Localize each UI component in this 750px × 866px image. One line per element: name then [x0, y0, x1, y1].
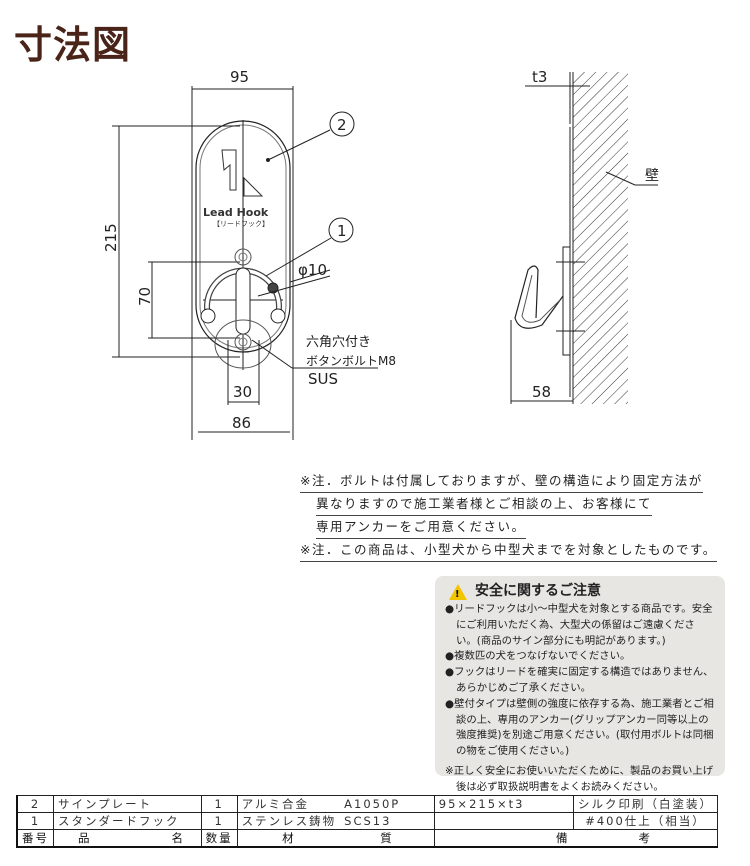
header-name-1: 品 [78, 831, 92, 845]
cell-qty: 1 [200, 795, 238, 813]
cell-size [433, 812, 575, 830]
safety-bullet-2: ●複数匹の犬をつなげないでください。 [445, 650, 631, 663]
header-mat-1: 材 [236, 829, 341, 848]
safety-footnote: ※正しく安全にお使いいただくために、製品のお買い上げ後は必ず取扱説明書をよくお読… [445, 764, 714, 793]
parts-table: 2 サインプレート 1 アルミ合金 A1050P 95×215×t3 シルク印刷… [16, 795, 718, 848]
header-name: 品名 [53, 829, 202, 848]
front-view-labels: 95 215 70 30 86 φ10 2 1 六角穴付き ボタンボルトM8 S… [102, 68, 396, 432]
note-line-1: ※注．ボルトは付属しておりますが、壁の構造により固定方法が [300, 470, 703, 493]
dim-width-86: 86 [232, 414, 251, 432]
cell-qty: 1 [200, 812, 238, 830]
bolt-label-3: SUS [308, 370, 338, 388]
note-line-4: ※注．この商品は、小型犬から中型犬までを対象としたものです。 [300, 539, 717, 562]
dim-thickness: t3 [532, 68, 547, 86]
cell-grade: A1050P [340, 795, 435, 813]
header-mat-2: 質 [340, 829, 435, 848]
bolt-label-1: 六角穴付き [306, 335, 371, 350]
plate-logo-sub: 【リードフック】 [213, 220, 269, 228]
note-line-3: 専用アンカーをご用意ください。 [316, 516, 526, 539]
front-view [112, 86, 378, 440]
cell-grade: SCS13 [340, 812, 435, 830]
plate-logo: Lead Hook [203, 206, 269, 219]
cell-name: サインプレート [53, 795, 202, 813]
safety-bullet-3: ●フックはリードを確実に固定する構造ではありません、あらかじめご了承ください。 [445, 666, 714, 694]
bolt-label-2: ボタンボルトM8 [306, 354, 396, 368]
wall-label: 壁 [645, 168, 659, 184]
cell-no: 1 [16, 812, 54, 830]
warning-triangle-icon: ! [449, 584, 467, 600]
table-row: 1 スタンダードフック 1 ステンレス鋳物 SCS13 #400仕上（相当） [16, 812, 718, 830]
page-title: 寸法図 [14, 23, 132, 67]
cell-remark: #400仕上（相当） [573, 812, 718, 830]
note-line-2: 異なりますので施工業者様とご相談の上、お客様にて [316, 493, 653, 516]
header-name-2: 名 [171, 831, 185, 845]
table-row: 2 サインプレート 1 アルミ合金 A1050P 95×215×t3 シルク印刷… [16, 795, 718, 813]
dim-hook-70: 70 [136, 287, 154, 306]
dimension-drawing: 95 215 70 30 86 φ10 2 1 六角穴付き ボタンボルトM8 S… [102, 68, 659, 440]
safety-heading: 安全に関するご注意 [475, 583, 601, 600]
safety-bullet-4: ●壁付タイプは壁側の強度に依存する為、施工業者とご相談の上、専用のアンカー(グリ… [445, 697, 714, 758]
dim-width-95: 95 [230, 68, 249, 86]
cell-size: 95×215×t3 [433, 795, 575, 813]
dim-bolt-30: 30 [233, 383, 252, 401]
dim-hook-dia: φ10 [298, 261, 327, 279]
header-rem-2: 考 [573, 829, 718, 848]
dim-height-215: 215 [102, 223, 120, 252]
safety-bullet-1: ●リードフックは小〜中型犬を対象とする商品です。安全にご利用いただく為、大型犬の… [445, 603, 713, 647]
side-view-labels: t3 58 壁 [532, 68, 659, 401]
cell-material: ステンレス鋳物 [236, 812, 341, 830]
table-header-row: 番号 品名 数量 材 質 備 考 [16, 829, 718, 848]
notes: ※注．ボルトは付属しておりますが、壁の構造により固定方法が 異なりますので施工業… [300, 470, 720, 562]
cell-remark: シルク印刷（白塗装） [573, 795, 718, 813]
cell-name: スタンダードフック [53, 812, 202, 830]
header-no: 番号 [16, 829, 54, 848]
dim-depth-58: 58 [532, 383, 551, 401]
header-rem-1: 備 [433, 829, 574, 848]
safety-notice: ! 安全に関するご注意 ●リードフックは小〜中型犬を対象とする商品です。安全にご… [435, 576, 725, 793]
header-qty: 数量 [200, 829, 238, 848]
side-view [510, 72, 658, 404]
cell-material: アルミ合金 [236, 795, 341, 813]
callout-hook: 1 [337, 222, 347, 240]
callout-plate: 2 [337, 116, 347, 134]
cell-no: 2 [16, 795, 54, 813]
